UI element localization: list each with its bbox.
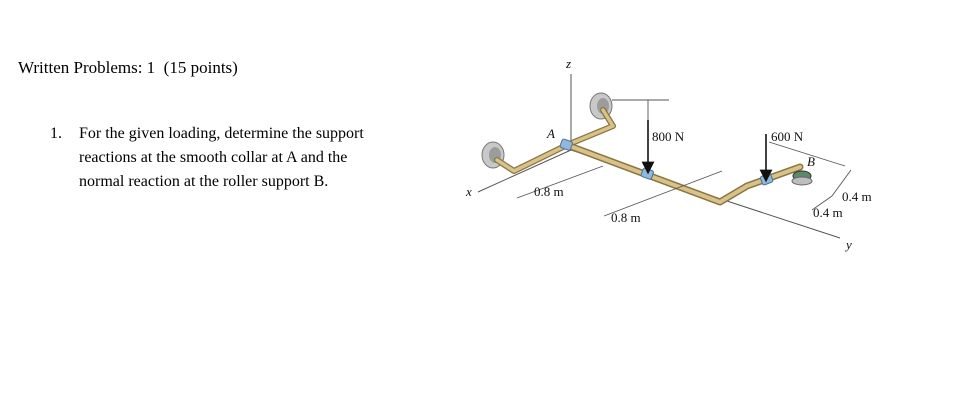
force-600-label: 600 N <box>771 129 804 144</box>
axis-y-label: y <box>844 237 852 252</box>
pipe-assembly-figure: z x y A B <box>465 56 872 252</box>
dimension-label-1: 0.8 m <box>534 184 564 199</box>
point-b-label: B <box>807 154 815 169</box>
dimension-label-3: 0.4 m <box>842 189 872 204</box>
dimension-lines <box>516 99 852 217</box>
problem-line-3: normal reaction at the roller support B. <box>79 173 329 190</box>
problem-text: For the given loading, determine the sup… <box>79 122 439 194</box>
problem-number: 1. <box>50 125 62 142</box>
dimension-label-2: 0.8 m <box>611 210 641 225</box>
force-800-label: 800 N <box>652 129 685 144</box>
problem-line-1: For the given loading, determine the sup… <box>79 125 364 142</box>
axis-x-label: x <box>465 184 472 199</box>
section-heading: Written Problems: 1 (15 points) <box>18 58 238 77</box>
dimension-label-4: 0.4 m <box>813 205 843 220</box>
problem-line-2: reactions at the smooth collar at A and … <box>79 149 348 166</box>
collar-middle <box>640 167 654 180</box>
x-axis-line <box>477 149 572 193</box>
point-a-label: A <box>546 126 555 141</box>
axis-z-label: z <box>565 56 571 71</box>
roller-support-b <box>791 170 813 186</box>
axes <box>477 74 841 239</box>
collar-a <box>559 138 573 151</box>
